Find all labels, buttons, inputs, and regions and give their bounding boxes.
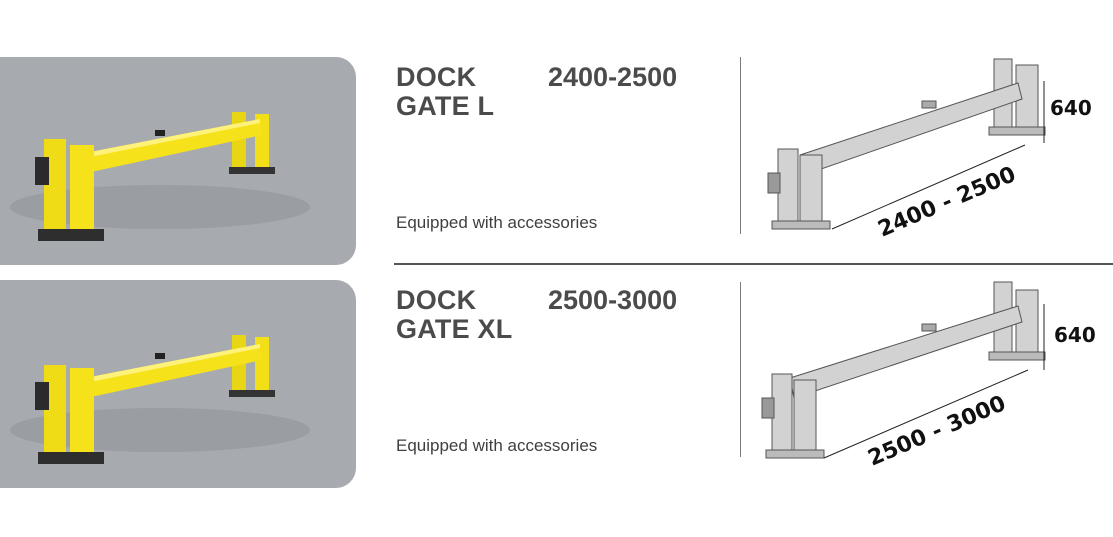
height-dimension: 640: [1050, 96, 1092, 120]
product-size: 2500-3000: [548, 285, 678, 315]
product-photo-dock-gate-xl: [0, 280, 356, 488]
product-size: 2400-2500: [548, 62, 678, 92]
product-name-line1: DOCK: [396, 62, 477, 92]
product-name: DOCK GATE L: [396, 63, 494, 121]
technical-drawing-dock-gate-l: 640 2400 - 2500: [767, 58, 1092, 240]
vertical-divider: [740, 57, 741, 234]
vertical-divider: [740, 282, 741, 457]
product-name: DOCK GATE XL: [396, 286, 512, 344]
row-divider: [394, 263, 1113, 265]
product-name-line1: DOCK: [396, 285, 477, 315]
accessories-note: Equipped with accessories: [396, 436, 598, 455]
product-name-line2: GATE XL: [396, 314, 513, 344]
product-name-line2: GATE L: [396, 91, 495, 121]
technical-drawing-dock-gate-xl: 640 2500 - 3000: [761, 281, 1096, 468]
length-dimension: 2500 - 3000: [865, 391, 1010, 468]
yellow-gate-illustration: [10, 112, 310, 241]
height-dimension: 640: [1054, 323, 1096, 347]
accessories-note: Equipped with accessories: [396, 213, 598, 232]
product-photo-dock-gate-l: [0, 57, 356, 265]
yellow-gate-illustration: [10, 335, 310, 464]
